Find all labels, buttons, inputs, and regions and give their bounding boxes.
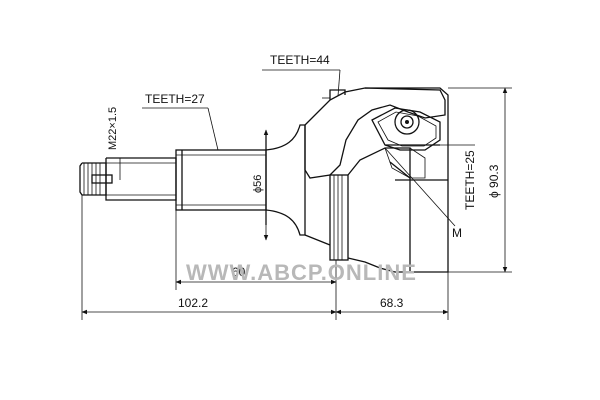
spline-shaft: [175, 124, 306, 236]
leaders: [119, 69, 475, 227]
m-mark-label: M: [452, 226, 462, 240]
ball: [394, 109, 420, 135]
teeth-shaft-label: TEETH=27: [145, 92, 205, 106]
abs-ring: [329, 174, 349, 261]
diameter-bell-label: ϕ 90.3: [487, 164, 501, 198]
dim-middle-label: 60: [232, 265, 246, 279]
diameter-shaft-label: ϕ56: [252, 175, 264, 193]
threaded-stub: [79, 157, 177, 201]
teeth-inner-label: TEETH=25: [463, 150, 477, 210]
dim-right-label: 68.3: [380, 296, 404, 310]
outer-bell-housing: [304, 87, 449, 273]
thread-label: M22×1.5: [107, 107, 119, 150]
teeth-outer-label: TEETH=44: [270, 53, 330, 67]
dimensions: [81, 87, 512, 320]
dim-left-label: 102.2: [178, 296, 208, 310]
watermark: WWW.ABCP.ONLINE: [186, 260, 417, 285]
